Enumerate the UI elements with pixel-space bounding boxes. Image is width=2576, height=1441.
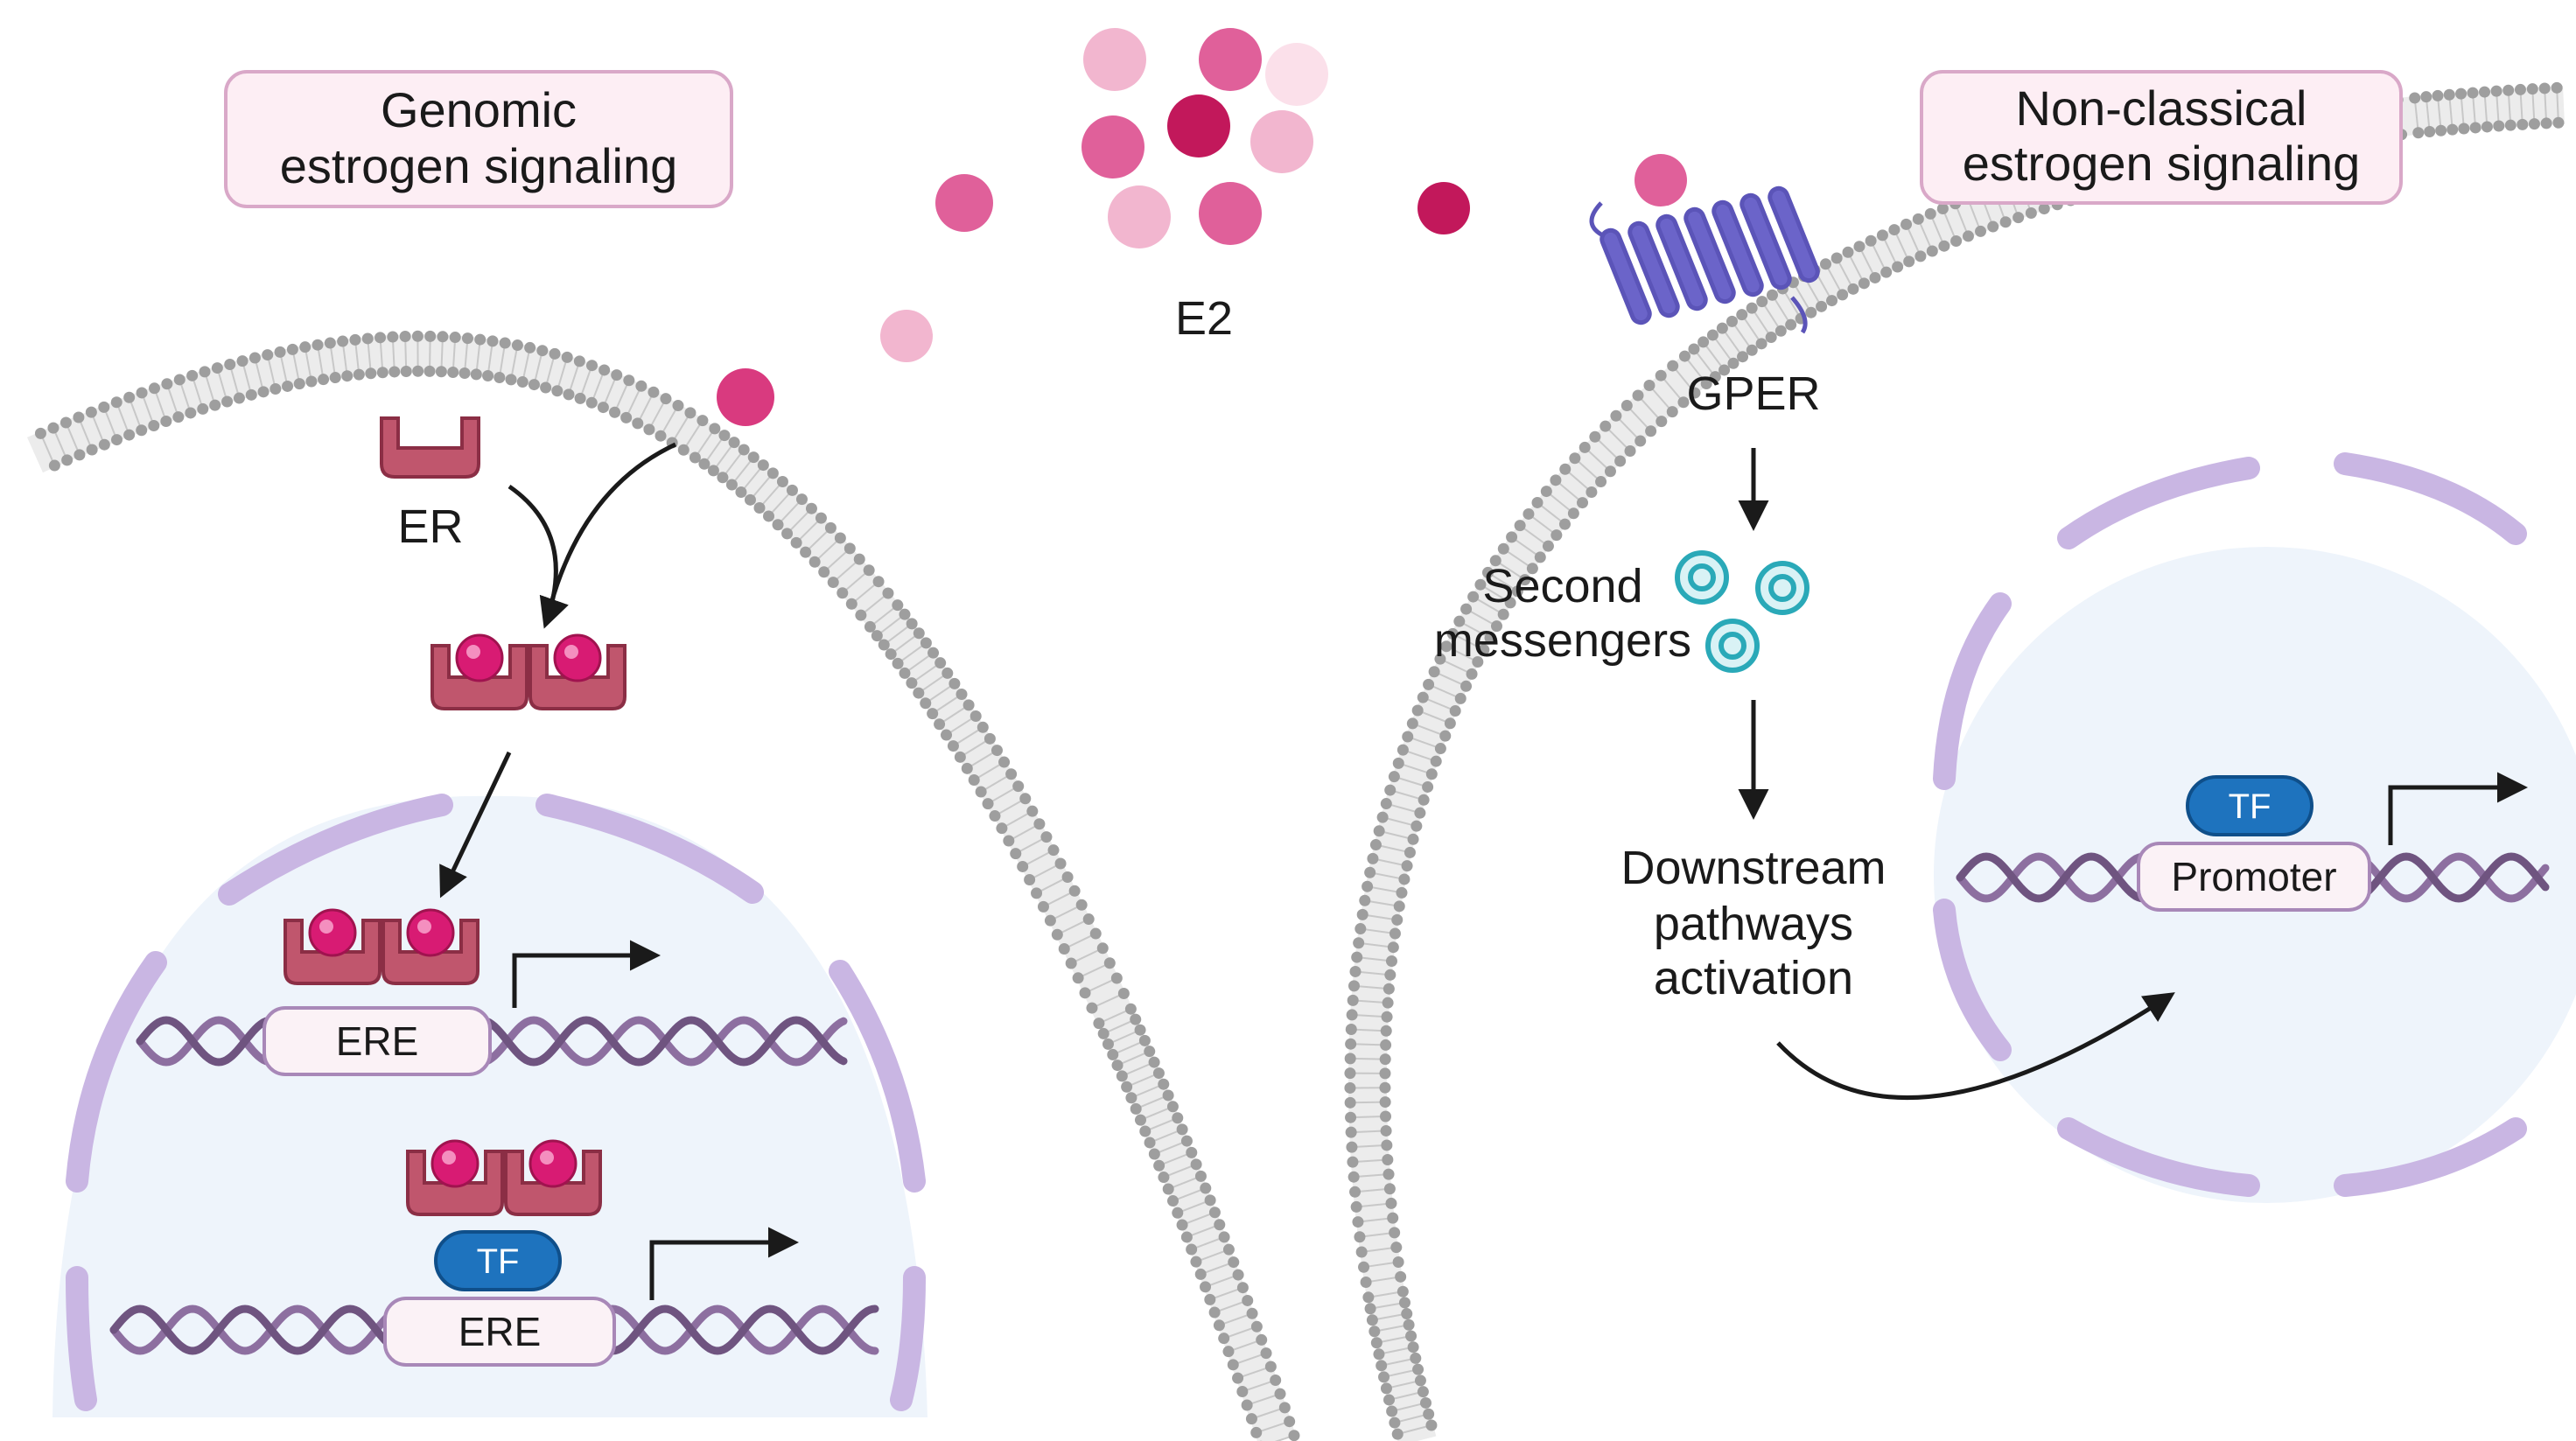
- er-dimers: [284, 633, 626, 1216]
- e2-molecule: [1250, 110, 1313, 173]
- e2-bound: [553, 633, 602, 682]
- e2-molecule: [935, 174, 993, 232]
- e2-molecule: [1082, 115, 1144, 178]
- promoter-label: Promoter: [2171, 854, 2336, 899]
- messenger-icon: [1688, 563, 1716, 591]
- e2-molecule: [1199, 182, 1262, 245]
- e2-bound: [430, 1139, 480, 1188]
- messenger-icon: [1705, 619, 1760, 673]
- promoter-box: Promoter: [2137, 842, 2371, 912]
- messenger-icon: [1755, 561, 1810, 615]
- non-classical-title-line1: Non-classical: [2016, 80, 2307, 136]
- second-messengers: [1675, 550, 1810, 673]
- ere-box-bottom: ERE: [383, 1297, 616, 1367]
- genomic-title-line1: Genomic: [381, 82, 577, 137]
- er-dimer-cytoplasm: [430, 633, 626, 710]
- e2-molecule: [880, 310, 933, 362]
- tf-left: TF: [434, 1230, 562, 1291]
- messenger-icon: [1718, 632, 1746, 660]
- arrows: [439, 442, 2528, 1300]
- e2-bound: [308, 908, 357, 957]
- e2-molecule: [1167, 94, 1230, 157]
- downstream-line3: activation: [1654, 952, 1853, 1004]
- tf-right: TF: [2186, 775, 2314, 836]
- non-classical-title-line2: estrogen signaling: [1963, 136, 2361, 191]
- e2-bound: [455, 633, 504, 682]
- tf-right-label: TF: [2229, 787, 2272, 826]
- genomic-title-box: Genomic estrogen signaling: [224, 70, 733, 208]
- gper-label: GPER: [1686, 367, 1820, 420]
- ere-box-top: ERE: [262, 1006, 492, 1076]
- downstream-line2: pathways: [1654, 898, 1853, 950]
- e2-bound: [528, 1139, 578, 1188]
- ere-label-top: ERE: [336, 1018, 419, 1064]
- dna-strand-top: [136, 1016, 848, 1067]
- non-classical-title-box: Non-classical estrogen signaling: [1920, 70, 2403, 205]
- gper-receptor: [1589, 185, 1820, 334]
- e2-bound: [406, 908, 455, 957]
- messenger-icon: [1768, 574, 1796, 602]
- er-receptor-unbound: [380, 416, 480, 479]
- e2-molecule: [1108, 185, 1171, 248]
- e2-molecule: [1199, 28, 1262, 91]
- e2-molecule: [717, 368, 774, 426]
- nucleus-left: [52, 794, 928, 1417]
- er-label: ER: [397, 500, 463, 553]
- genomic-title-line2: estrogen signaling: [280, 138, 678, 193]
- er-dimer-ere-top: [284, 908, 480, 985]
- ere-label-bottom: ERE: [458, 1309, 542, 1354]
- downstream-line1: Downstream: [1620, 842, 1886, 894]
- e2-molecule: [1418, 182, 1470, 234]
- er-dimer-ere-bottom: [406, 1139, 602, 1216]
- second-messengers-line2: messengers: [1434, 614, 1691, 667]
- e2-label: E2: [1175, 292, 1233, 345]
- messenger-icon: [1675, 550, 1729, 605]
- e2-molecules: E2: [717, 28, 1687, 426]
- membrane-left: [27, 330, 1300, 1441]
- tf-left-label: TF: [477, 1242, 520, 1281]
- e2-molecule: [1265, 43, 1328, 106]
- e2-molecule: [1083, 28, 1146, 91]
- e2-molecule: [1634, 154, 1687, 206]
- second-messengers-line1: Second: [1482, 560, 1642, 612]
